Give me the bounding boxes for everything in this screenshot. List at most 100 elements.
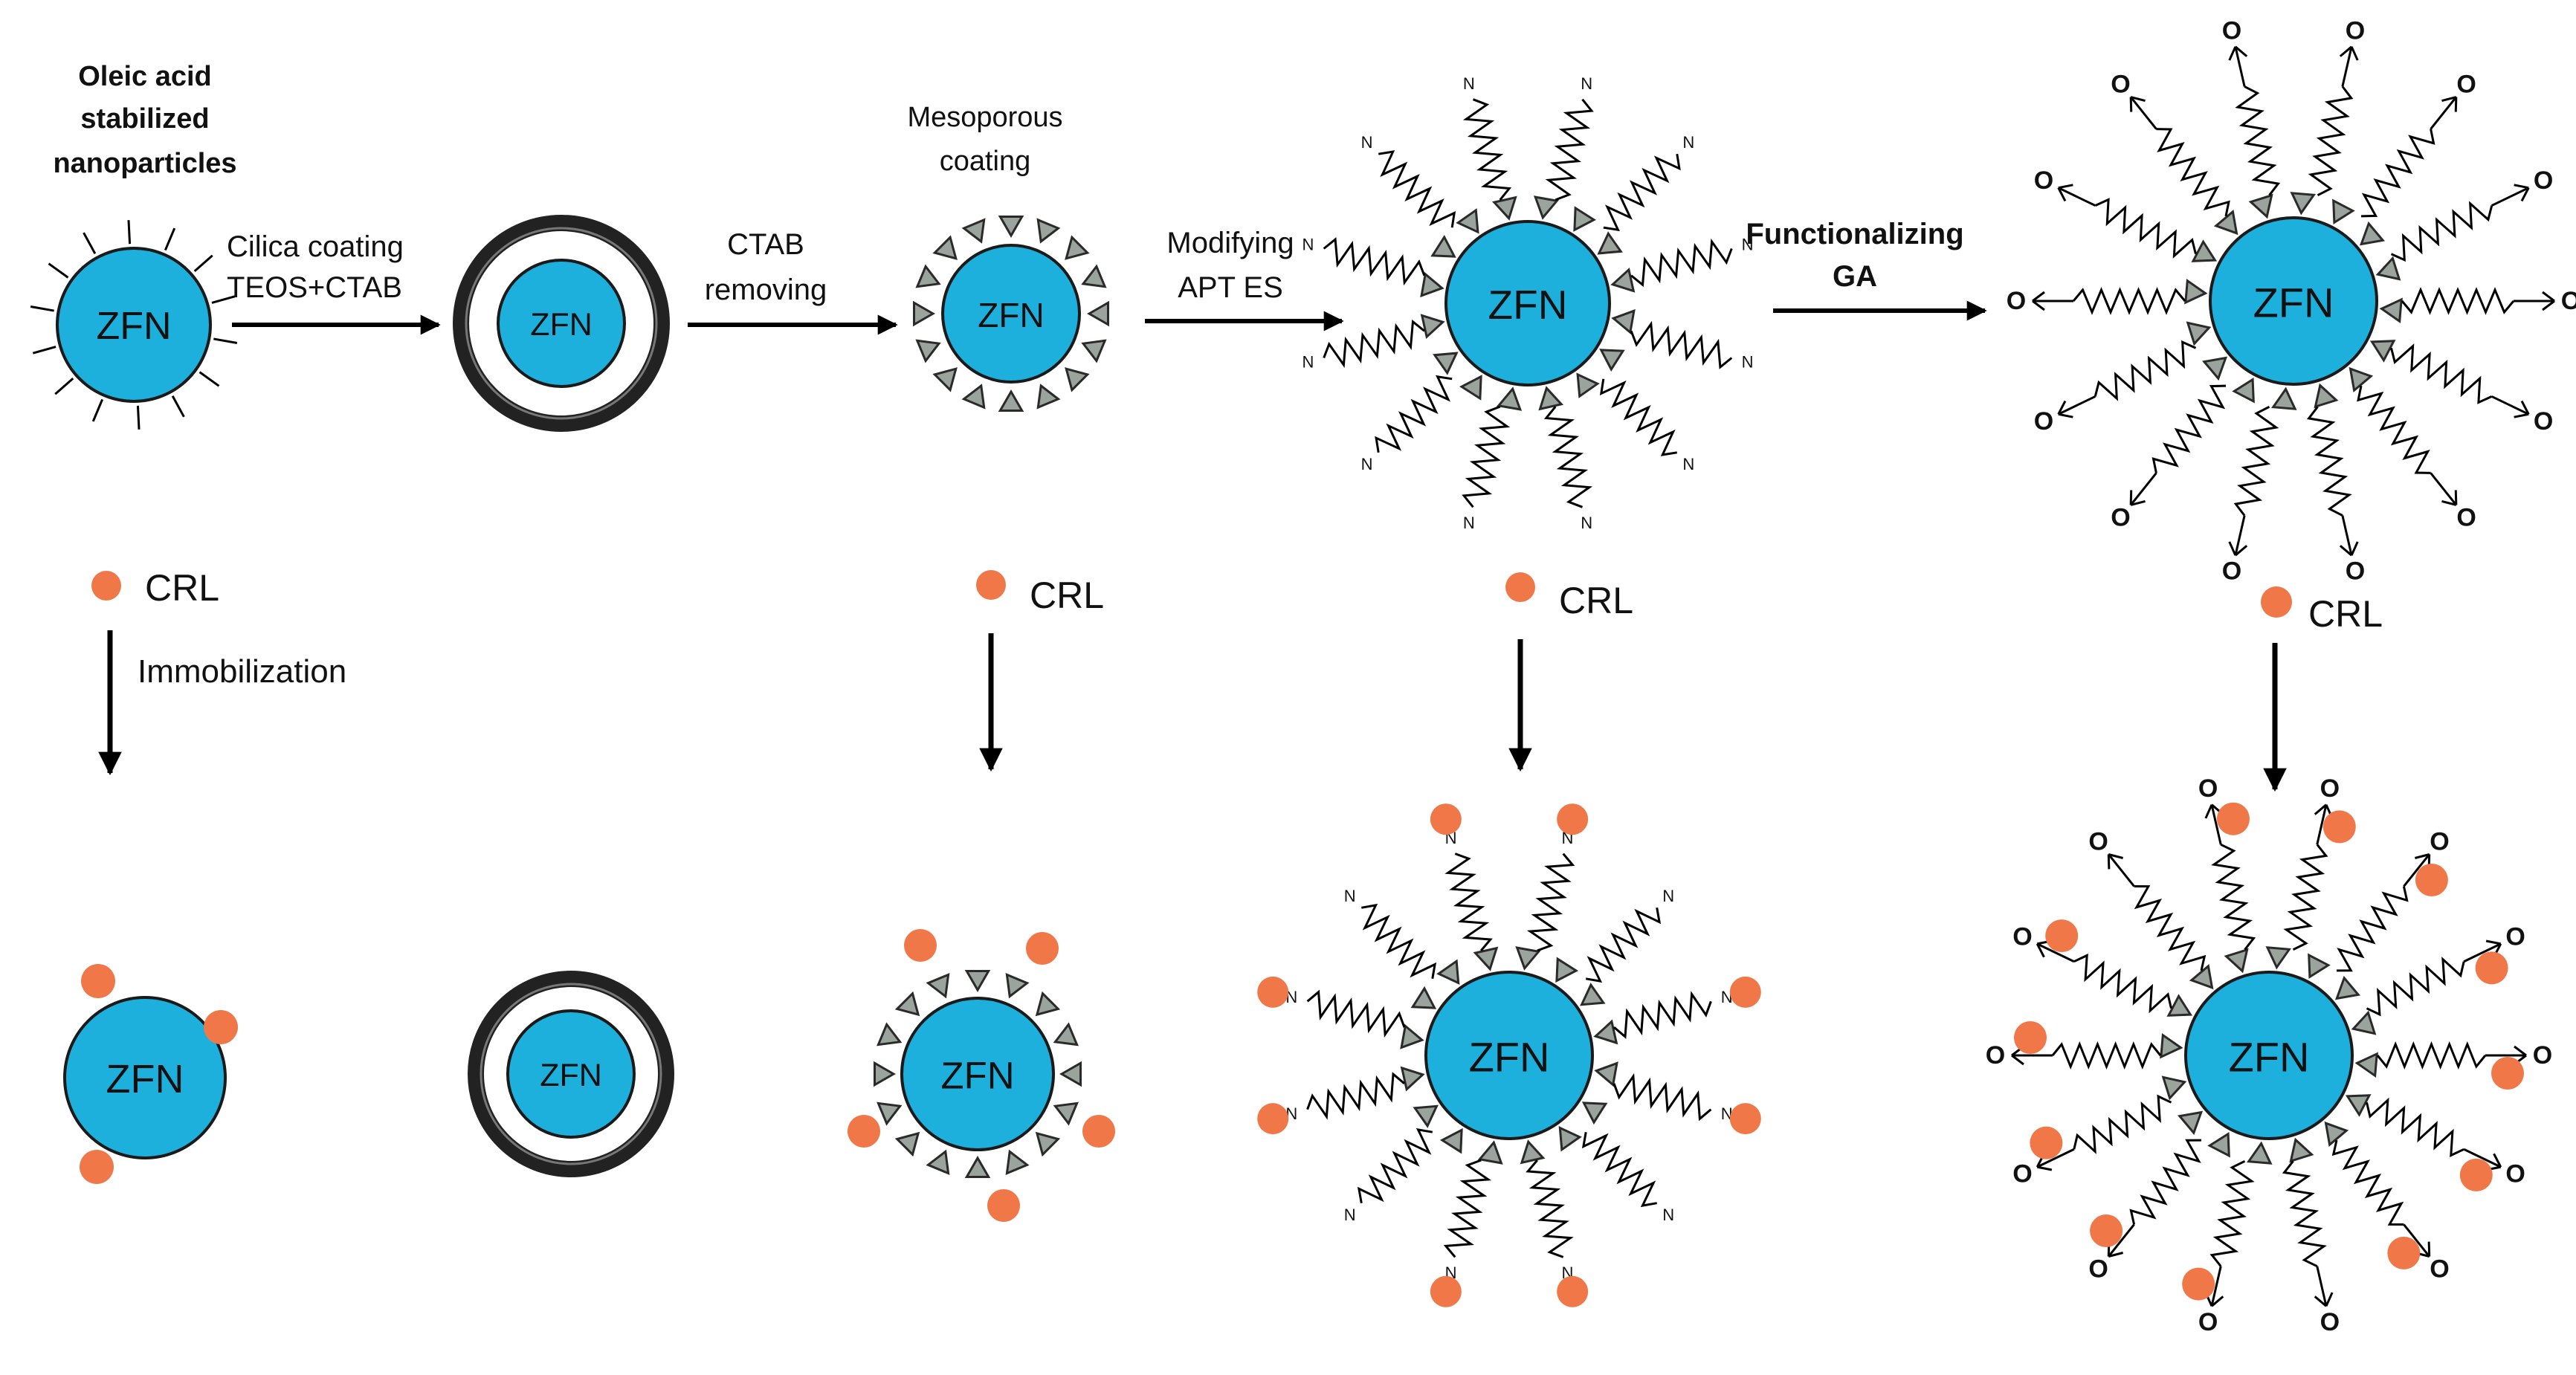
spring-chain-icon [1630,238,1733,288]
zfn-core [900,997,1055,1151]
spring-chain-icon [2336,886,2409,972]
crl-dot-icon [1026,932,1059,965]
triangle-pore-icon [2332,198,2355,225]
spring-chain-icon [1306,1072,1405,1120]
ga-fork [2514,1045,2527,1057]
mesoporous-label-line1: Mesoporous [907,102,1062,133]
spring-chain-icon [2073,954,2172,1014]
amine-n-label: N [1581,514,1592,532]
triangle-pore-icon [1439,1128,1463,1154]
ga-fork [2057,187,2067,202]
triangle-pore-icon [1005,973,1030,999]
triangle-pore-icon [1459,375,1482,401]
spring-chain-icon [2129,1139,2202,1225]
spring-chain-icon [1599,378,1678,456]
triangle-pore-icon [2349,366,2374,393]
spring-chain-icon [1462,98,1512,201]
oleic-ligand [32,346,57,355]
triangle-pore-icon [1053,1022,1079,1046]
triangle-pore-icon [1065,367,1090,392]
ga-fork [2058,412,2073,418]
spring-chain-icon [1613,991,1712,1039]
oleic-ligand [91,398,104,422]
ga-linker [2036,1148,2075,1168]
triangle-pore-icon [1059,1061,1082,1087]
ga-linker [2491,187,2529,207]
triangle-pore-icon [1594,1061,1618,1087]
triangle-pore-icon [1430,234,1456,258]
ga-fork [2493,1153,2502,1168]
zfn-core-label: ZFN [940,1055,1014,1097]
crl-dot-icon [1729,1103,1761,1135]
crl-dot-icon [2261,586,2292,618]
oleic-label-line1: Oleic acid [78,61,212,92]
oleic-particle: ZFN [30,220,238,430]
aldehyde-o-label: O [2505,922,2525,951]
spring-chain-icon [1545,98,1594,201]
aldehyde-o-label: O [2320,1308,2340,1336]
triangle-pore-icon [2161,1075,2187,1101]
ga-linker [2058,187,2096,207]
ga-linker [2341,46,2353,87]
amine-n-label: N [1285,1104,1297,1123]
spring-chain-icon [1444,852,1493,951]
ga-fork [2325,1292,2334,1307]
crl-label-1: CRL [145,567,219,609]
spring-chain-icon [2051,1041,2162,1070]
spring-chain-icon [2151,384,2227,473]
aldehyde-o-label: O [2088,1255,2108,1284]
oleic-ligand [213,337,238,344]
ga-linker [2234,46,2246,87]
spring-chain-icon [1526,852,1575,952]
ga-linker [2108,1223,2135,1258]
triangle-pore-icon [2232,377,2255,404]
ga-fork [2032,300,2045,311]
amine-n-label: N [1682,455,1694,473]
amine-n-label: N [1463,74,1475,93]
step3-label-line1: Modifying [1166,227,1294,259]
spring-chain-icon [2282,1160,2327,1268]
amine-n-label: N [1682,133,1694,152]
crl-dot-icon [2491,1057,2524,1090]
triangle-pore-icon [2359,221,2386,246]
triangle-pore-icon [1538,386,1564,411]
silica-shell-inner [480,983,662,1165]
ga-fork [2108,853,2124,859]
ga-linker [2430,96,2458,130]
triangle-pore-icon [2160,1032,2183,1059]
ga-fork [2032,291,2045,302]
ga-linker [2463,942,2502,963]
triangle-pore-icon [1555,957,1579,983]
oleic-ligand [30,305,54,312]
triangle-pore-icon [915,339,941,363]
zfn-core [941,244,1081,384]
triangle-pore-icon [2213,209,2238,236]
spring-chain-icon [2235,85,2281,196]
spring-chain-icon [2209,1159,2255,1267]
ga-linker [2036,942,2075,963]
ga-fork [2036,943,2045,958]
aldehyde-o-label: O [2088,827,2108,855]
ga-linker [2463,1148,2502,1168]
ga-linker [2129,472,2157,506]
step3-label-line2: APT ES [1178,271,1283,304]
amine-n-label: N [1361,133,1373,152]
mesoporous-label-line2: coating [940,146,1031,177]
zfn-core-label: ZFN [978,296,1044,334]
triangle-pore-icon [1410,986,1437,1009]
oleic-ligand [83,232,97,254]
oleic-ligand [48,262,69,279]
crl-dot-icon [2045,919,2079,953]
triangle-pore-icon [1400,1023,1424,1049]
zfn-core [1444,220,1611,386]
crl-dot-icon [81,964,115,998]
oleic-ligand [193,254,213,273]
crl-dot-icon [1729,976,1761,1008]
aldehyde-o-label: O [2012,1160,2032,1188]
spring-chain-icon [2366,1097,2464,1157]
spring-chain-icon [2233,405,2279,517]
spring-chain-icon [2401,287,2515,315]
triangle-pore-icon [2265,946,2292,970]
crl-dot-icon [2475,951,2508,985]
